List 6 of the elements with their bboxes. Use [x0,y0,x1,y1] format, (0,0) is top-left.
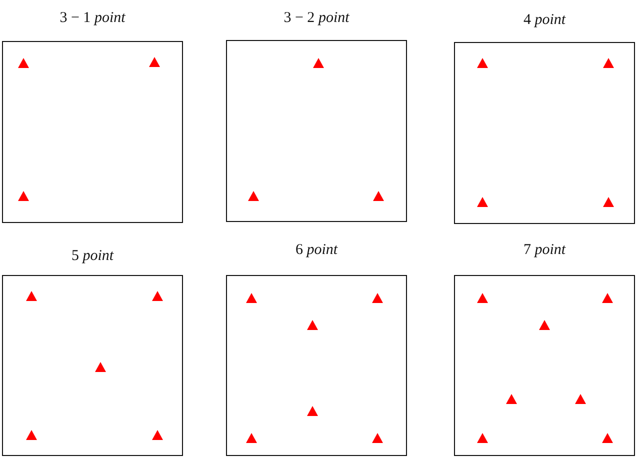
panel-title: 7 point [523,242,566,258]
panel-title: 5 point [71,248,114,264]
panel-title: 6 point [295,242,338,258]
panel-title: 4 point [523,12,566,28]
panel-title: 3 − 2 point [284,10,350,26]
panel-title: 3 − 1 point [60,10,126,26]
